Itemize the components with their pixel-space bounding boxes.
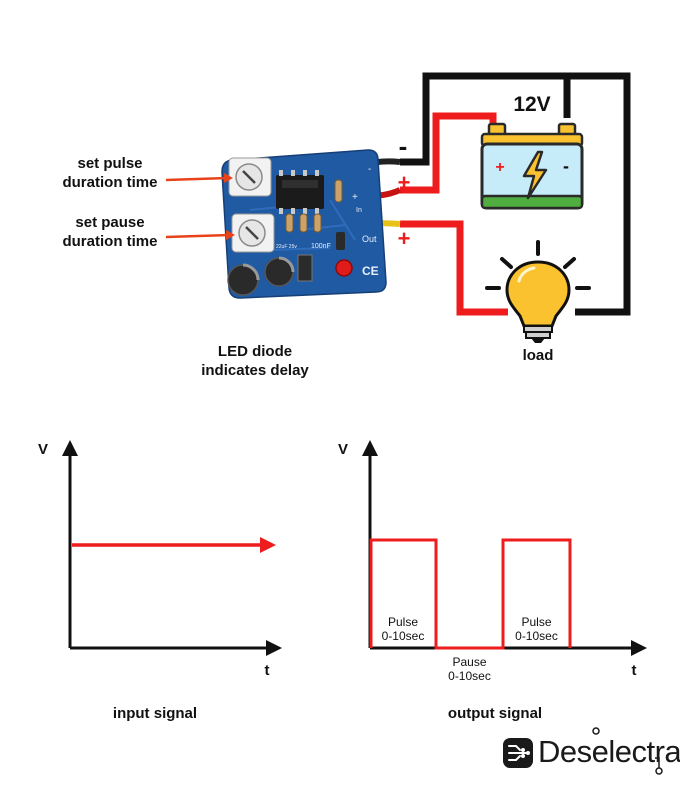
board-cap-small-label: 22uF 25v xyxy=(276,244,297,250)
led-diode-label: LED diode indicates delay xyxy=(180,342,330,380)
plus-sign-red-1: + xyxy=(398,170,411,195)
pulse-2-line2: 0-10sec xyxy=(515,629,558,643)
black-wire xyxy=(400,72,631,316)
output-signal-waveform xyxy=(369,538,572,650)
pcb-board: 100nF 22uF 25v + In Out CE - xyxy=(221,149,387,299)
output-xlabel: t xyxy=(632,662,637,679)
minus-sign-black: - xyxy=(399,131,408,161)
board-pin-in: In xyxy=(356,207,362,214)
pointer-arrows xyxy=(165,173,235,240)
pulse-1-line1: Pulse xyxy=(387,615,419,629)
arrow-pulse xyxy=(165,176,229,182)
board-pin-minus: - xyxy=(368,164,371,175)
electrolytic-capacitor-2 xyxy=(264,256,295,287)
load-label: load xyxy=(522,347,554,364)
led-diode xyxy=(335,259,353,277)
input-y-arrowhead xyxy=(62,440,78,456)
set-pause-line1: set pause xyxy=(75,214,145,231)
battery-plus-sign: + xyxy=(495,159,504,176)
pause-line2: 0-10sec xyxy=(448,669,491,683)
input-x-arrowhead xyxy=(266,640,282,656)
input-ylabel: V xyxy=(38,441,48,458)
pulse-1-line2: 0-10sec xyxy=(381,629,425,643)
brand-name: Deselectra xyxy=(538,734,680,769)
resistor-4 xyxy=(313,213,322,233)
pulse-label-2: Pulse 0-10sec xyxy=(503,615,570,643)
input-signal-graph: V t xyxy=(38,440,282,679)
output-signal-graph: V t xyxy=(338,440,647,679)
set-pulse-line2: duration time xyxy=(62,174,158,191)
output-y-arrowhead xyxy=(362,440,378,456)
electrolytic-capacitor-1 xyxy=(227,263,260,296)
resistor-1 xyxy=(334,179,343,203)
output-x-arrowhead xyxy=(631,640,647,656)
set-pulse-label: set pulse duration time xyxy=(50,154,170,192)
resistor-2 xyxy=(285,213,294,233)
potentiometer-pulse xyxy=(228,157,272,197)
board-ce-mark: CE xyxy=(362,264,379,278)
pause-label: Pause 0-10sec xyxy=(436,655,503,683)
led-line1: LED diode xyxy=(217,343,293,360)
plus-sign-red-2: + xyxy=(398,226,411,251)
diode xyxy=(336,232,345,250)
board-pin-out: Out xyxy=(362,234,377,244)
deselectra-logo-icon xyxy=(503,727,663,775)
pulse-2-line1: Pulse xyxy=(521,615,552,629)
board-capacitor-label: 100nF xyxy=(311,243,331,250)
lightning-bolt-icon xyxy=(522,150,548,200)
board-pin-plus: + xyxy=(352,192,358,203)
output-signal-title: output signal xyxy=(447,705,543,722)
relay-pad xyxy=(297,254,313,282)
set-pause-label: set pause duration time xyxy=(48,213,172,251)
set-pulse-line1: set pulse xyxy=(77,155,143,172)
battery-voltage-label: 12V xyxy=(513,93,550,116)
light-bulb-icon xyxy=(485,240,591,343)
resistor-3 xyxy=(299,213,308,233)
red-wire-plus xyxy=(400,112,497,194)
battery-minus-sign: - xyxy=(563,156,569,176)
input-signal-title: input signal xyxy=(112,705,198,722)
pulse-label-1: Pulse 0-10sec xyxy=(370,615,436,643)
potentiometer-pause xyxy=(231,213,275,253)
ic-chip xyxy=(276,170,324,214)
input-xlabel: t xyxy=(265,662,270,679)
pause-line1: Pause xyxy=(452,655,487,669)
arrow-pause xyxy=(165,233,231,239)
set-pause-line2: duration time xyxy=(62,233,158,250)
output-ylabel: V xyxy=(338,441,348,458)
red-wire-out xyxy=(400,220,508,316)
battery-icon: + - xyxy=(480,122,584,210)
led-line2: indicates delay xyxy=(201,362,309,379)
pcb-traces xyxy=(249,199,356,251)
input-signal-arrowhead xyxy=(260,537,276,553)
